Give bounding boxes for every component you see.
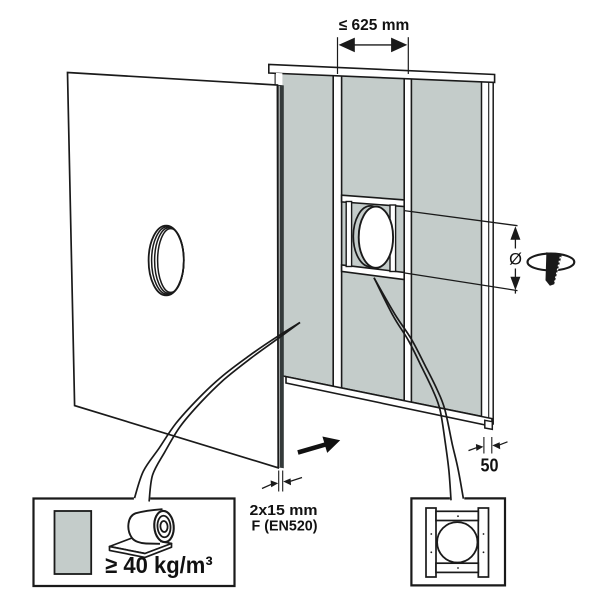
svg-text:Ø: Ø: [509, 250, 522, 268]
svg-text:F (EN520): F (EN520): [252, 519, 318, 535]
svg-text:≤ 625 mm: ≤ 625 mm: [339, 17, 410, 34]
svg-text:50: 50: [481, 455, 499, 476]
svg-text:≥ 40 kg/m³: ≥ 40 kg/m³: [105, 552, 213, 578]
svg-text:2x15 mm: 2x15 mm: [250, 503, 318, 519]
